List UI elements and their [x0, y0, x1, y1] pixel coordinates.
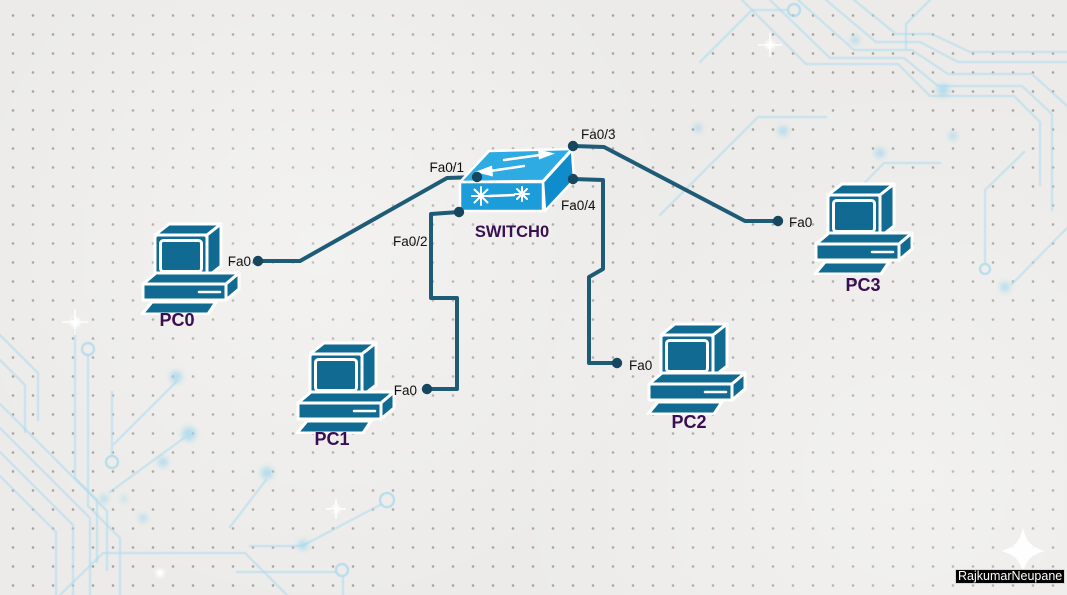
link-switch0-pc1[interactable] [425, 210, 461, 391]
watermark: RajkumarNeupane [955, 569, 1066, 584]
pc1-port-label: Fa0 [394, 383, 417, 398]
link-switch0-pc0[interactable] [256, 175, 479, 263]
pc3-port-label: Fa0 [789, 215, 812, 230]
switch-arrow-right-icon [502, 149, 555, 162]
port-dot-pc2-fa0[interactable] [611, 357, 623, 369]
pc2-label: PC2 [671, 412, 706, 432]
port-label-fa0-3: Fa0/3 [581, 127, 616, 142]
port-dot-switch-fa0-4[interactable] [567, 173, 579, 185]
port-dot-pc1-fa0[interactable] [421, 383, 433, 395]
port-dot-pc3-fa0[interactable] [772, 215, 784, 227]
link-switch0-pc2[interactable] [571, 177, 619, 365]
pc2-port-label: Fa0 [629, 358, 652, 373]
switch0-device-icon[interactable] [458, 147, 576, 213]
port-dot-switch-fa0-1[interactable] [471, 171, 483, 183]
port-label-fa0-4: Fa0/4 [561, 198, 596, 213]
pc2-device-icon[interactable] [646, 322, 747, 415]
switch0-label: SWITCH0 [475, 223, 549, 241]
pc0-port-label: Fa0 [228, 254, 251, 269]
switch-burst-connector [487, 193, 516, 198]
pc3-device-icon[interactable] [813, 182, 914, 275]
link-switch0-pc3[interactable] [571, 144, 780, 223]
pc0-label: PC0 [159, 310, 194, 330]
port-dot-switch-fa0-3[interactable] [567, 140, 579, 152]
pc1-device-icon[interactable] [295, 341, 396, 434]
pc0-device-icon[interactable] [140, 222, 241, 315]
switch-port-burst-icon [471, 186, 491, 206]
port-label-fa0-1: Fa0/1 [429, 160, 464, 175]
switch-arrow-left-icon [475, 164, 526, 177]
port-dot-switch-fa0-2[interactable] [453, 206, 465, 218]
port-dot-pc0-fa0[interactable] [252, 255, 264, 267]
switch-port-burst-icon [514, 186, 530, 202]
pc1-label: PC1 [314, 429, 349, 449]
port-label-fa0-2: Fa0/2 [393, 234, 428, 249]
pc3-label: PC3 [845, 275, 880, 295]
